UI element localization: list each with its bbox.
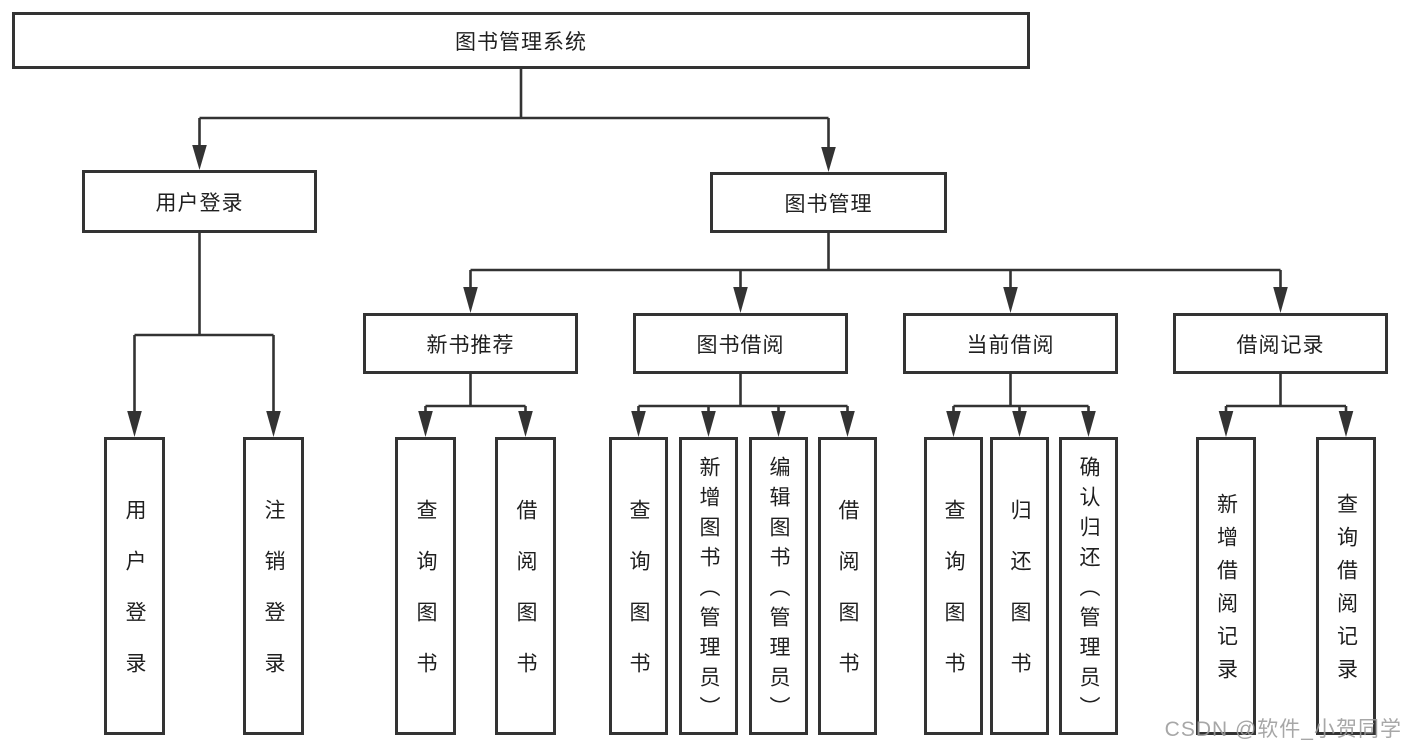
leaf-user-login-label: 用户登录 <box>123 499 146 703</box>
node-new-book-recommend: 新书推荐 <box>363 313 578 374</box>
node-new-book-recommend-label: 新书推荐 <box>426 333 515 357</box>
node-user-login: 用户登录 <box>82 170 317 233</box>
arrowhead <box>518 411 533 437</box>
leaf-query-book-3: 查询图书 <box>924 437 983 735</box>
arrowhead <box>821 147 836 172</box>
arrowhead <box>418 411 433 437</box>
leaf-borrow-book-1-label: 借阅图书 <box>514 499 537 703</box>
arrowhead <box>1003 287 1018 313</box>
leaf-logout: 注销登录 <box>243 437 304 735</box>
arrowhead <box>771 411 786 437</box>
arrowhead <box>631 411 646 437</box>
node-borrowing-records-label: 借阅记录 <box>1236 333 1325 357</box>
leaf-confirm-return-admin: 确认归还（管理员） <box>1059 437 1118 735</box>
leaf-confirm-return-admin-label: 确认归还（管理员） <box>1077 455 1100 726</box>
arrowhead <box>733 287 748 313</box>
leaf-return-book: 归还图书 <box>990 437 1049 735</box>
leaf-query-book-2-label: 查询图书 <box>627 499 650 703</box>
node-current-borrowing: 当前借阅 <box>903 313 1118 374</box>
leaf-return-book-label: 归还图书 <box>1008 499 1031 703</box>
leaf-add-book-admin-label: 新增图书（管理员） <box>697 455 720 726</box>
arrowhead <box>127 411 142 437</box>
leaf-add-book-admin: 新增图书（管理员） <box>679 437 738 735</box>
leaf-edit-book-admin: 编辑图书（管理员） <box>749 437 808 735</box>
arrowhead <box>1081 411 1096 437</box>
arrowhead <box>266 411 281 437</box>
watermark-text: CSDN @软件_小贺同学 <box>1164 718 1402 741</box>
arrowhead <box>1273 287 1288 313</box>
leaf-query-book-1-label: 查询图书 <box>414 499 437 703</box>
leaf-user-login: 用户登录 <box>104 437 165 735</box>
node-user-login-label: 用户登录 <box>155 191 244 215</box>
node-book-management-label: 图书管理 <box>784 192 873 216</box>
leaf-borrow-book-1: 借阅图书 <box>495 437 556 735</box>
arrowhead <box>192 145 207 170</box>
arrowhead <box>463 287 478 313</box>
node-current-borrowing-label: 当前借阅 <box>966 333 1055 357</box>
arrowhead <box>701 411 716 437</box>
leaf-query-book-3-label: 查询图书 <box>942 499 965 703</box>
leaf-query-borrow-record-label: 查询借阅记录 <box>1334 493 1358 691</box>
arrowhead <box>946 411 961 437</box>
node-library-system-label: 图书管理系统 <box>455 30 587 54</box>
leaf-add-borrow-record-label: 新增借阅记录 <box>1214 493 1238 691</box>
arrowhead <box>840 411 855 437</box>
arrowhead <box>1218 411 1234 437</box>
node-book-management: 图书管理 <box>710 172 947 233</box>
leaf-add-borrow-record: 新增借阅记录 <box>1196 437 1256 735</box>
leaf-query-book-1: 查询图书 <box>395 437 456 735</box>
leaf-edit-book-admin-label: 编辑图书（管理员） <box>767 455 790 726</box>
node-library-system: 图书管理系统 <box>12 12 1030 69</box>
arrowhead <box>1012 411 1027 437</box>
node-book-borrowing: 图书借阅 <box>633 313 848 374</box>
node-borrowing-records: 借阅记录 <box>1173 313 1388 374</box>
leaf-borrow-book-2-label: 借阅图书 <box>836 499 859 703</box>
leaf-query-borrow-record: 查询借阅记录 <box>1316 437 1376 735</box>
node-book-borrowing-label: 图书借阅 <box>696 333 785 357</box>
leaf-logout-label: 注销登录 <box>262 499 285 703</box>
arrowhead <box>1338 411 1354 437</box>
leaf-query-book-2: 查询图书 <box>609 437 668 735</box>
leaf-borrow-book-2: 借阅图书 <box>818 437 877 735</box>
